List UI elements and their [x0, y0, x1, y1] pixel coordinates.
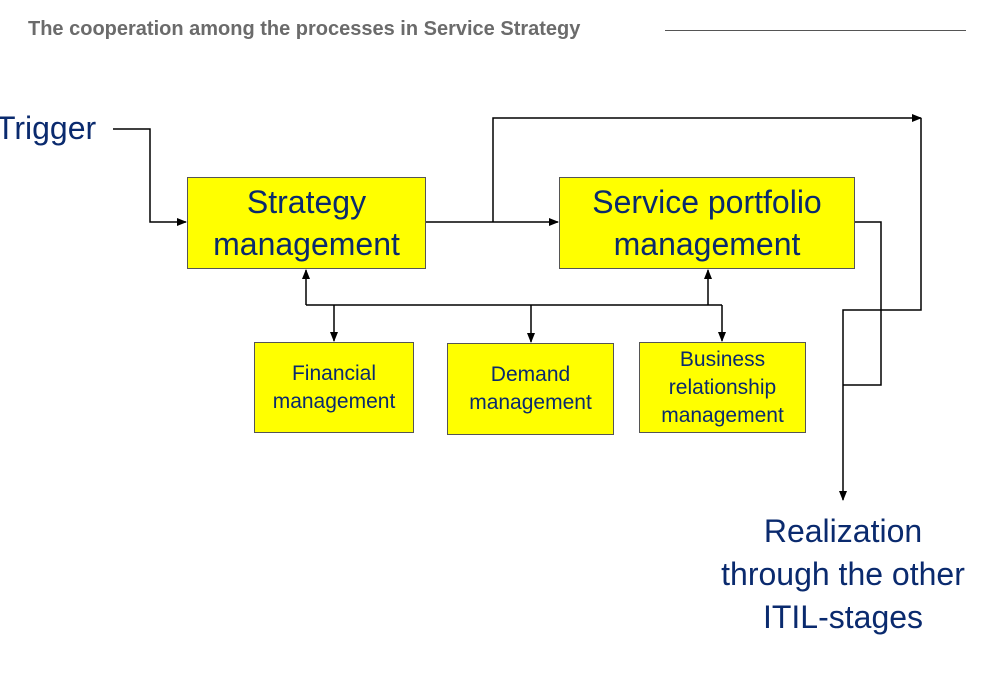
demand-management-box: Demand management	[447, 343, 614, 435]
business-relationship-management-label: Business relationship management	[661, 347, 784, 427]
financial-management-box: Financial management	[254, 342, 414, 433]
business-relationship-management-box: Business relationship management	[639, 342, 806, 433]
strategy-management-box: Strategy management	[187, 177, 426, 269]
service-portfolio-management-box: Service portfolio management	[559, 177, 855, 269]
trigger-arrow	[113, 128, 187, 226]
title-divider	[665, 30, 966, 31]
financial-management-label: Financial management	[272, 361, 396, 413]
strategy-management-label: Strategy management	[213, 184, 400, 262]
page-title: The cooperation among the processes in S…	[28, 18, 581, 40]
strategy-to-realization-line	[492, 114, 922, 222]
trigger-label: Trigger	[0, 110, 97, 146]
realization-line-3: ITIL-stages	[762, 599, 924, 635]
portfolio-output-line	[843, 221, 882, 386]
realization-line-1: Realization	[763, 513, 923, 549]
realization-line-2: through the other	[721, 556, 965, 592]
right-loop-line	[839, 118, 922, 501]
service-portfolio-management-label: Service portfolio management	[592, 184, 822, 262]
demand-management-label: Demand management	[469, 363, 592, 414]
realization-label: Realization through the other ITIL-stage…	[693, 510, 993, 639]
